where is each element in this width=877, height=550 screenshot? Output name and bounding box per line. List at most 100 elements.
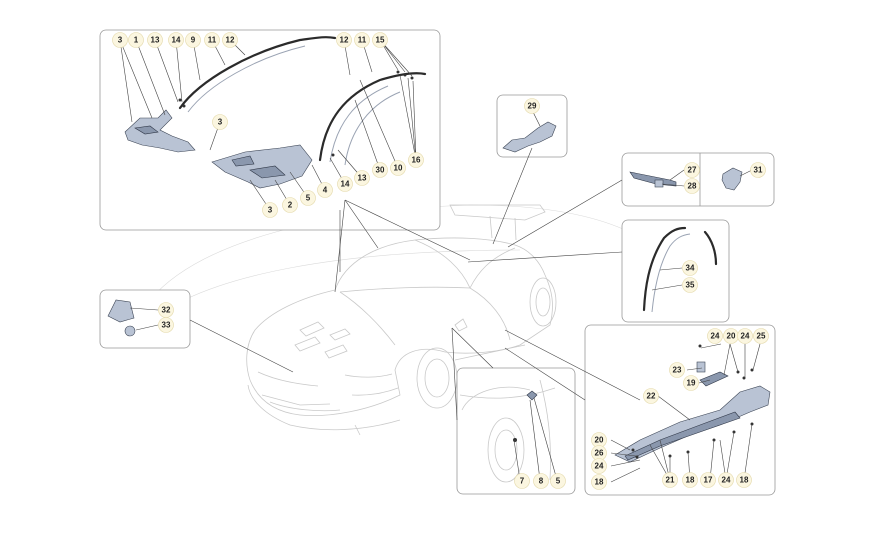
callout-number: 3	[268, 206, 273, 215]
callout-circle	[533, 473, 549, 489]
callout-number: 25	[757, 332, 766, 341]
callout-circle	[128, 32, 144, 48]
callout-number: 8	[539, 477, 544, 486]
callout-number: 13	[151, 36, 160, 45]
callout-number: 10	[394, 164, 403, 173]
callout-circle	[337, 176, 353, 192]
callout-11-5: 11	[204, 32, 220, 48]
callout-circle	[684, 162, 700, 178]
callout-number: 17	[704, 476, 713, 485]
callout-3-8: 3	[262, 202, 278, 218]
callout-circle	[168, 32, 184, 48]
callout-number: 3	[118, 36, 123, 45]
callout-16-16: 16	[408, 152, 424, 168]
callout-number: 18	[686, 476, 695, 485]
parts-27-31-group	[629, 167, 753, 191]
callout-number: 32	[162, 306, 171, 315]
callout-22-34: 22	[643, 388, 659, 404]
callout-32-26: 32	[158, 302, 174, 318]
callout-number: 3	[218, 118, 223, 127]
callout-circle	[158, 317, 174, 333]
parts-34-35-group	[642, 226, 718, 313]
callout-circle	[300, 190, 316, 206]
callout-circle	[372, 162, 388, 178]
callout-number: 14	[172, 36, 181, 45]
windshield-trim-parts	[124, 36, 427, 189]
callout-number: 7	[520, 477, 525, 486]
car-outline	[139, 204, 661, 436]
callout-circle	[282, 197, 298, 213]
side-skirt-group	[610, 343, 771, 483]
callout-5-46: 5	[550, 473, 566, 489]
callout-number: 18	[740, 476, 749, 485]
callout-circle	[662, 472, 678, 488]
parts-32-33-group	[107, 299, 159, 337]
callout-number: 12	[340, 36, 349, 45]
callout-3-7: 3	[212, 114, 228, 130]
callout-20-29: 20	[723, 328, 739, 344]
callout-9-4: 9	[185, 32, 201, 48]
callout-3-0: 3	[112, 32, 128, 48]
callout-number: 18	[595, 478, 604, 487]
callout-circle	[643, 388, 659, 404]
callout-circle	[669, 362, 685, 378]
callout-12-6: 12	[222, 32, 238, 48]
callout-number: 30	[376, 166, 385, 175]
callout-24-37: 24	[591, 458, 607, 474]
callout-8-45: 8	[533, 473, 549, 489]
callout-circle	[390, 160, 406, 176]
callout-number: 27	[688, 166, 697, 175]
wheel-arch-detail-group	[459, 379, 558, 483]
callout-circle	[408, 152, 424, 168]
callout-circle	[591, 458, 607, 474]
callout-34-24: 34	[682, 260, 698, 276]
callout-13-2: 13	[147, 32, 163, 48]
callout-21-39: 21	[662, 472, 678, 488]
callout-number: 29	[528, 102, 537, 111]
panel-leader-lines	[189, 147, 641, 421]
callout-number: 24	[711, 332, 720, 341]
panel-parts-34-35	[621, 219, 730, 323]
callout-number: 2	[288, 201, 293, 210]
callout-number: 5	[556, 477, 561, 486]
callout-14-3: 14	[168, 32, 184, 48]
callout-number: 24	[595, 462, 604, 471]
callout-circle	[372, 32, 388, 48]
callout-29-20: 29	[524, 98, 540, 114]
callout-circle	[550, 473, 566, 489]
callout-2-9: 2	[282, 197, 298, 213]
callout-number: 20	[595, 436, 604, 445]
callout-number: 11	[208, 36, 217, 45]
callout-circle	[683, 375, 699, 391]
callout-circle	[262, 202, 278, 218]
windshield-trim-leaders	[119, 39, 417, 211]
callout-number: 5	[306, 194, 311, 203]
callout-number: 21	[666, 476, 675, 485]
callout-14-12: 14	[337, 176, 353, 192]
callout-13-13: 13	[354, 170, 370, 186]
callout-24-30: 24	[737, 328, 753, 344]
callout-circle	[682, 472, 698, 488]
callout-12-17: 12	[336, 32, 352, 48]
callout-circle	[736, 472, 752, 488]
callout-number: 15	[376, 36, 385, 45]
callout-19-33: 19	[683, 375, 699, 391]
callout-number: 22	[647, 392, 656, 401]
callout-number: 4	[323, 186, 328, 195]
callout-circle	[185, 32, 201, 48]
callout-33-27: 33	[158, 317, 174, 333]
callout-11-18: 11	[354, 32, 370, 48]
callout-7-44: 7	[514, 473, 530, 489]
callout-circle	[707, 328, 723, 344]
callout-circle	[354, 170, 370, 186]
callout-4-11: 4	[317, 182, 333, 198]
callout-circle	[317, 182, 333, 198]
callout-circle	[750, 162, 766, 178]
callout-number: 24	[741, 332, 750, 341]
callout-circle	[718, 472, 734, 488]
callout-circle	[682, 260, 698, 276]
callout-18-43: 18	[736, 472, 752, 488]
callout-31-23: 31	[750, 162, 766, 178]
